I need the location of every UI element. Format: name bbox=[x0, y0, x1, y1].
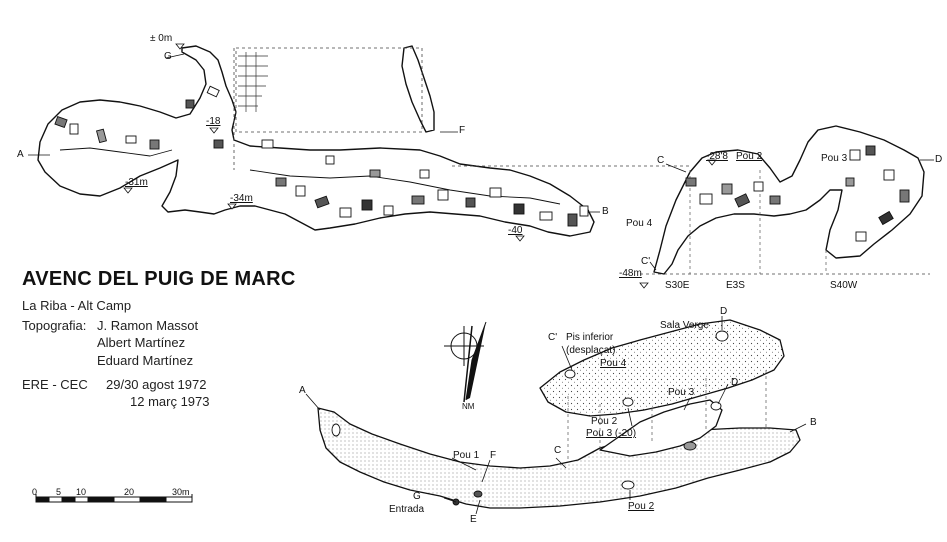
boulders-left bbox=[54, 85, 589, 227]
plan-view bbox=[317, 319, 801, 509]
plan-point-f: F bbox=[490, 450, 497, 461]
depth-18-label: -18 bbox=[206, 116, 221, 127]
map-title: AVENC DEL PUIG DE MARC bbox=[22, 268, 296, 290]
scale-tick-10: 10 bbox=[76, 487, 87, 497]
bearing-s30e: S30E bbox=[665, 280, 690, 291]
point-c-prime-label: C' bbox=[641, 256, 651, 267]
north-label: NM bbox=[462, 402, 475, 411]
plan-pis-inferior: Pis inferior bbox=[566, 332, 614, 343]
scale-tick-5: 5 bbox=[56, 487, 62, 497]
plan-point-e: E bbox=[470, 514, 477, 525]
bearing-e3s: E3S bbox=[726, 280, 745, 291]
plan-leaders bbox=[305, 316, 807, 515]
scale-tick-30: 30m bbox=[172, 487, 190, 497]
scale-tick-20: 20 bbox=[124, 487, 135, 497]
author-3: Eduard Martínez bbox=[97, 353, 194, 368]
survey-date-2: 12 març 1973 bbox=[130, 394, 210, 409]
plan-guides bbox=[567, 370, 767, 462]
plan-pou3: Pou 3 bbox=[668, 387, 695, 398]
boulders-right bbox=[685, 145, 910, 242]
pou2-profile-label: Pou 2 bbox=[736, 151, 763, 162]
scale-tick-0: 0 bbox=[32, 487, 38, 497]
plan-desplacat: (desplaçat) bbox=[566, 345, 616, 356]
author-1: J. Ramon Massot bbox=[97, 318, 199, 333]
depth-31-label: -31m bbox=[125, 177, 148, 188]
plan-sala-verge: Sala Verge bbox=[660, 320, 709, 331]
pou4-profile-label: Pou 4 bbox=[626, 218, 653, 229]
north-arrow-icon bbox=[444, 321, 487, 403]
plan-point-d2: D bbox=[731, 377, 739, 388]
profile-leaders bbox=[28, 53, 934, 271]
point-a-label: A bbox=[17, 149, 24, 160]
survey-group: ERE - CEC bbox=[22, 377, 88, 392]
plan-pou2: Pou 2 bbox=[591, 416, 618, 427]
depth-48-label: -48m bbox=[619, 268, 642, 279]
profile-left-guides bbox=[233, 47, 930, 275]
depth-28-label: -28'8 bbox=[706, 151, 728, 162]
point-c-label: C bbox=[657, 155, 665, 166]
location-text: La Riba - Alt Camp bbox=[22, 298, 132, 313]
plan-point-d1: D bbox=[720, 306, 728, 317]
plan-pou3-20: Pou 3 (-20) bbox=[586, 428, 637, 439]
depth-40-label: -40 bbox=[508, 225, 523, 236]
plan-point-b: B bbox=[810, 417, 817, 428]
point-b-label: B bbox=[602, 206, 609, 217]
scale-bar bbox=[35, 494, 193, 503]
point-g-label: G bbox=[164, 51, 172, 62]
profile-right-guides bbox=[689, 170, 827, 274]
plan-details bbox=[331, 330, 729, 506]
plan-point-a: A bbox=[299, 385, 306, 396]
plan-pou1: Pou 1 bbox=[453, 450, 480, 461]
plan-point-c-prime: C' bbox=[548, 332, 558, 343]
plan-point-g: G bbox=[413, 491, 421, 502]
profile-right bbox=[653, 125, 925, 275]
bearing-s40w: S40W bbox=[830, 280, 858, 291]
plan-pou4: Pou 4 bbox=[600, 358, 627, 369]
plan-pou2-lower: Pou 2 bbox=[628, 501, 655, 512]
survey-date-1: 29/30 agost 1972 bbox=[106, 377, 207, 392]
plan-entrada: Entrada bbox=[389, 504, 425, 515]
author-2: Albert Martínez bbox=[97, 335, 186, 350]
depth-34-label: -34m bbox=[230, 193, 253, 204]
pou3-profile-label: Pou 3 bbox=[821, 153, 848, 164]
point-d-label: D bbox=[935, 154, 943, 165]
point-f-label: F bbox=[459, 125, 466, 136]
credits-label: Topografia: bbox=[22, 318, 87, 333]
depth-top-label: ± 0m bbox=[150, 33, 173, 44]
profile-left bbox=[37, 45, 595, 237]
plan-point-c: C bbox=[554, 445, 562, 456]
depth-markers bbox=[123, 43, 717, 289]
shaft-grid bbox=[238, 52, 268, 112]
